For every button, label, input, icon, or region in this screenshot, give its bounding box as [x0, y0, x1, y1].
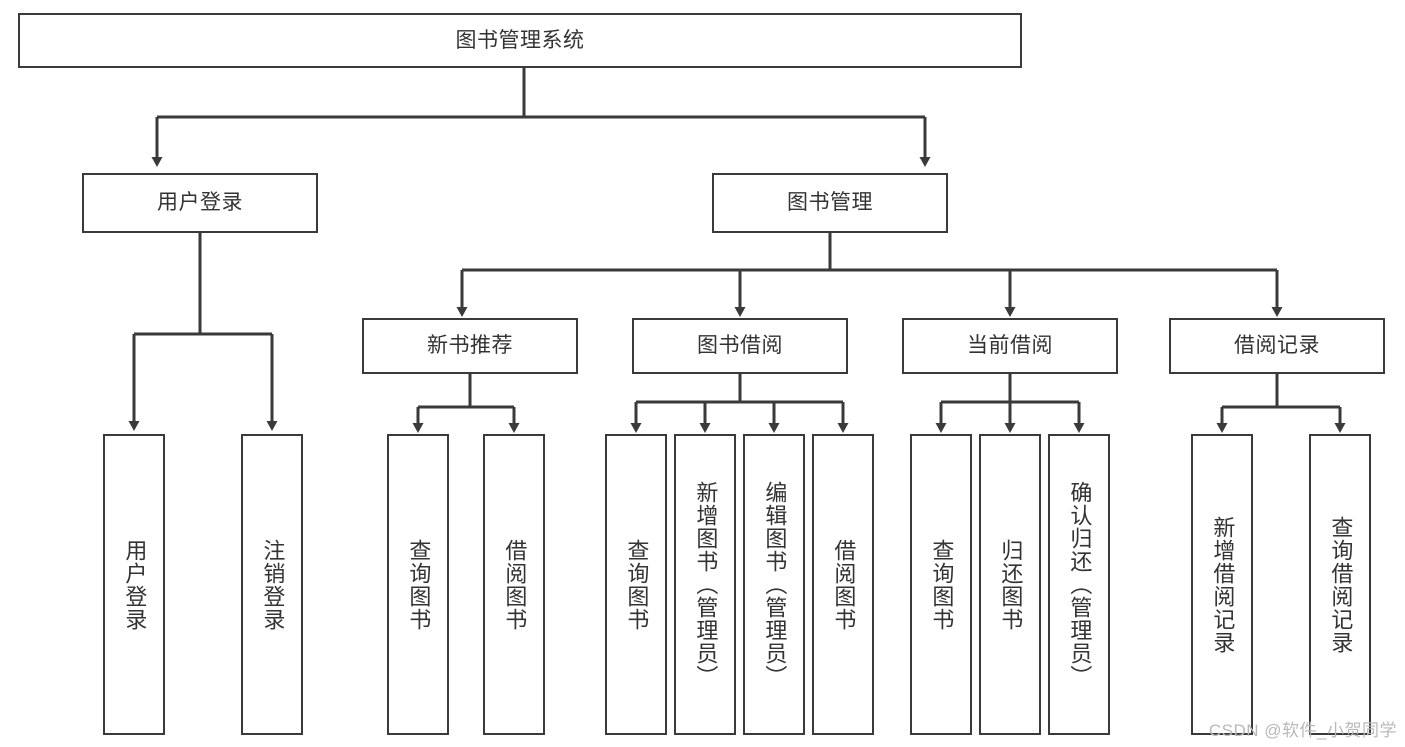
- node-label: 查询图书: [406, 538, 432, 631]
- leaf-record-query-record[interactable]: 查询借阅记录: [1309, 434, 1371, 735]
- node-borrow-record[interactable]: 借阅记录: [1169, 318, 1385, 374]
- node-label: 新增借阅记录: [1210, 515, 1236, 654]
- node-label: 当前借阅: [967, 334, 1053, 358]
- node-label: 借阅图书: [502, 538, 528, 631]
- node-current-borrow[interactable]: 当前借阅: [902, 318, 1118, 374]
- leaf-recommend-borrow-book[interactable]: 借阅图书: [483, 434, 545, 735]
- node-label: 图书借阅: [697, 334, 783, 358]
- node-label: 新增图书（管理员）: [693, 481, 719, 688]
- leaf-recommend-query-book[interactable]: 查询图书: [387, 434, 449, 735]
- node-label: 图书管理系统: [455, 28, 585, 52]
- leaf-borrow-borrow-book[interactable]: 借阅图书: [812, 434, 874, 735]
- node-book-management[interactable]: 图书管理: [712, 173, 948, 233]
- leaf-current-return-book[interactable]: 归还图书: [979, 434, 1041, 735]
- node-book-borrow[interactable]: 图书借阅: [632, 318, 848, 374]
- node-label: 新书推荐: [427, 334, 513, 358]
- node-label: 注销登录: [260, 538, 286, 631]
- node-label: 确认归还（管理员）: [1067, 481, 1093, 688]
- node-label: 编辑图书（管理员）: [762, 481, 788, 688]
- leaf-record-add-record[interactable]: 新增借阅记录: [1191, 434, 1253, 735]
- node-label: 用户登录: [157, 191, 243, 215]
- node-root-system[interactable]: 图书管理系统: [18, 13, 1022, 68]
- node-label: 归还图书: [998, 538, 1024, 631]
- node-label: 查询图书: [929, 538, 955, 631]
- node-new-book-recommend[interactable]: 新书推荐: [362, 318, 578, 374]
- leaf-borrow-add-book-admin[interactable]: 新增图书（管理员）: [674, 434, 736, 735]
- node-label: 图书管理: [787, 191, 873, 215]
- leaf-user-login-signout[interactable]: 注销登录: [241, 434, 303, 735]
- node-label: 用户登录: [122, 538, 148, 631]
- leaf-borrow-edit-book-admin[interactable]: 编辑图书（管理员）: [743, 434, 805, 735]
- leaf-borrow-query-book[interactable]: 查询图书: [605, 434, 667, 735]
- node-label: 查询借阅记录: [1328, 515, 1354, 654]
- node-label: 查询图书: [624, 538, 650, 631]
- node-user-login[interactable]: 用户登录: [82, 173, 318, 233]
- watermark: CSDN @软件_小贺同学: [1208, 721, 1397, 740]
- node-label: 借阅记录: [1234, 334, 1320, 358]
- leaf-user-login-signin[interactable]: 用户登录: [103, 434, 165, 735]
- node-label: 借阅图书: [831, 538, 857, 631]
- leaf-current-query-book[interactable]: 查询图书: [910, 434, 972, 735]
- leaf-current-confirm-return-admin[interactable]: 确认归还（管理员）: [1048, 434, 1110, 735]
